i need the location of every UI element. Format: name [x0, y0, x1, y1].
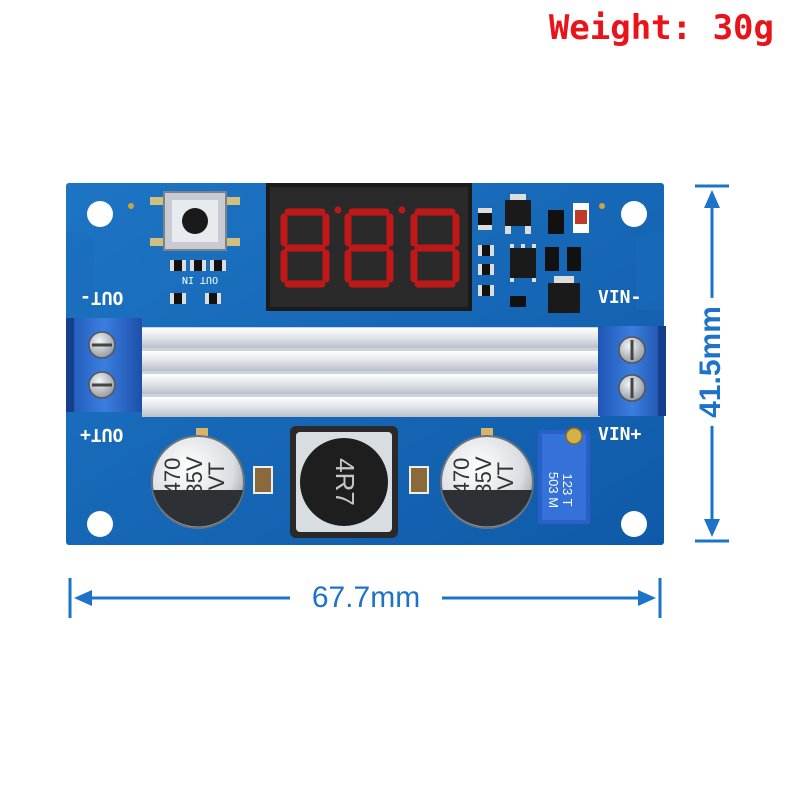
silk-marking: OUT IN	[182, 274, 218, 285]
digit-1	[280, 208, 330, 288]
weight-label: Weight: 30g	[548, 8, 774, 48]
width-dimension-label: 67.7mm	[301, 581, 431, 615]
inductor: 4R7	[290, 426, 398, 538]
terminal-block-left	[66, 318, 142, 412]
push-button	[150, 191, 240, 251]
vin-minus-label: VIN-	[598, 287, 642, 308]
trimmer-potentiometer: 123 T 503 M	[538, 427, 590, 524]
cap-right-line1: 470	[449, 458, 474, 495]
cap-left-line3: VT	[204, 462, 229, 490]
cap-right-line3: VT	[493, 462, 518, 490]
heatsink	[142, 327, 600, 417]
cap-left-line1: 470	[160, 458, 185, 495]
seven-segment-display	[266, 183, 472, 311]
vin-plus-label: VIN+	[598, 424, 642, 445]
cap-left-line2: 35V	[182, 456, 207, 495]
height-dimension-label: 41.5mm	[694, 298, 728, 426]
mounting-holes	[87, 201, 647, 537]
cap-right-line2: 35V	[471, 456, 496, 495]
svg-text:123 T: 123 T	[560, 473, 575, 506]
digit-2	[344, 208, 394, 288]
inductor-marking: 4R7	[330, 458, 360, 506]
svg-text:503 M: 503 M	[546, 472, 561, 508]
terminal-block-right	[598, 326, 666, 416]
capacitor-left: 470 35V VT	[151, 428, 245, 529]
digit-3	[410, 208, 460, 288]
smd-components-right	[478, 194, 589, 313]
capacitor-right: 470 35V VT	[440, 428, 534, 529]
smd-resistors-left	[170, 260, 226, 304]
